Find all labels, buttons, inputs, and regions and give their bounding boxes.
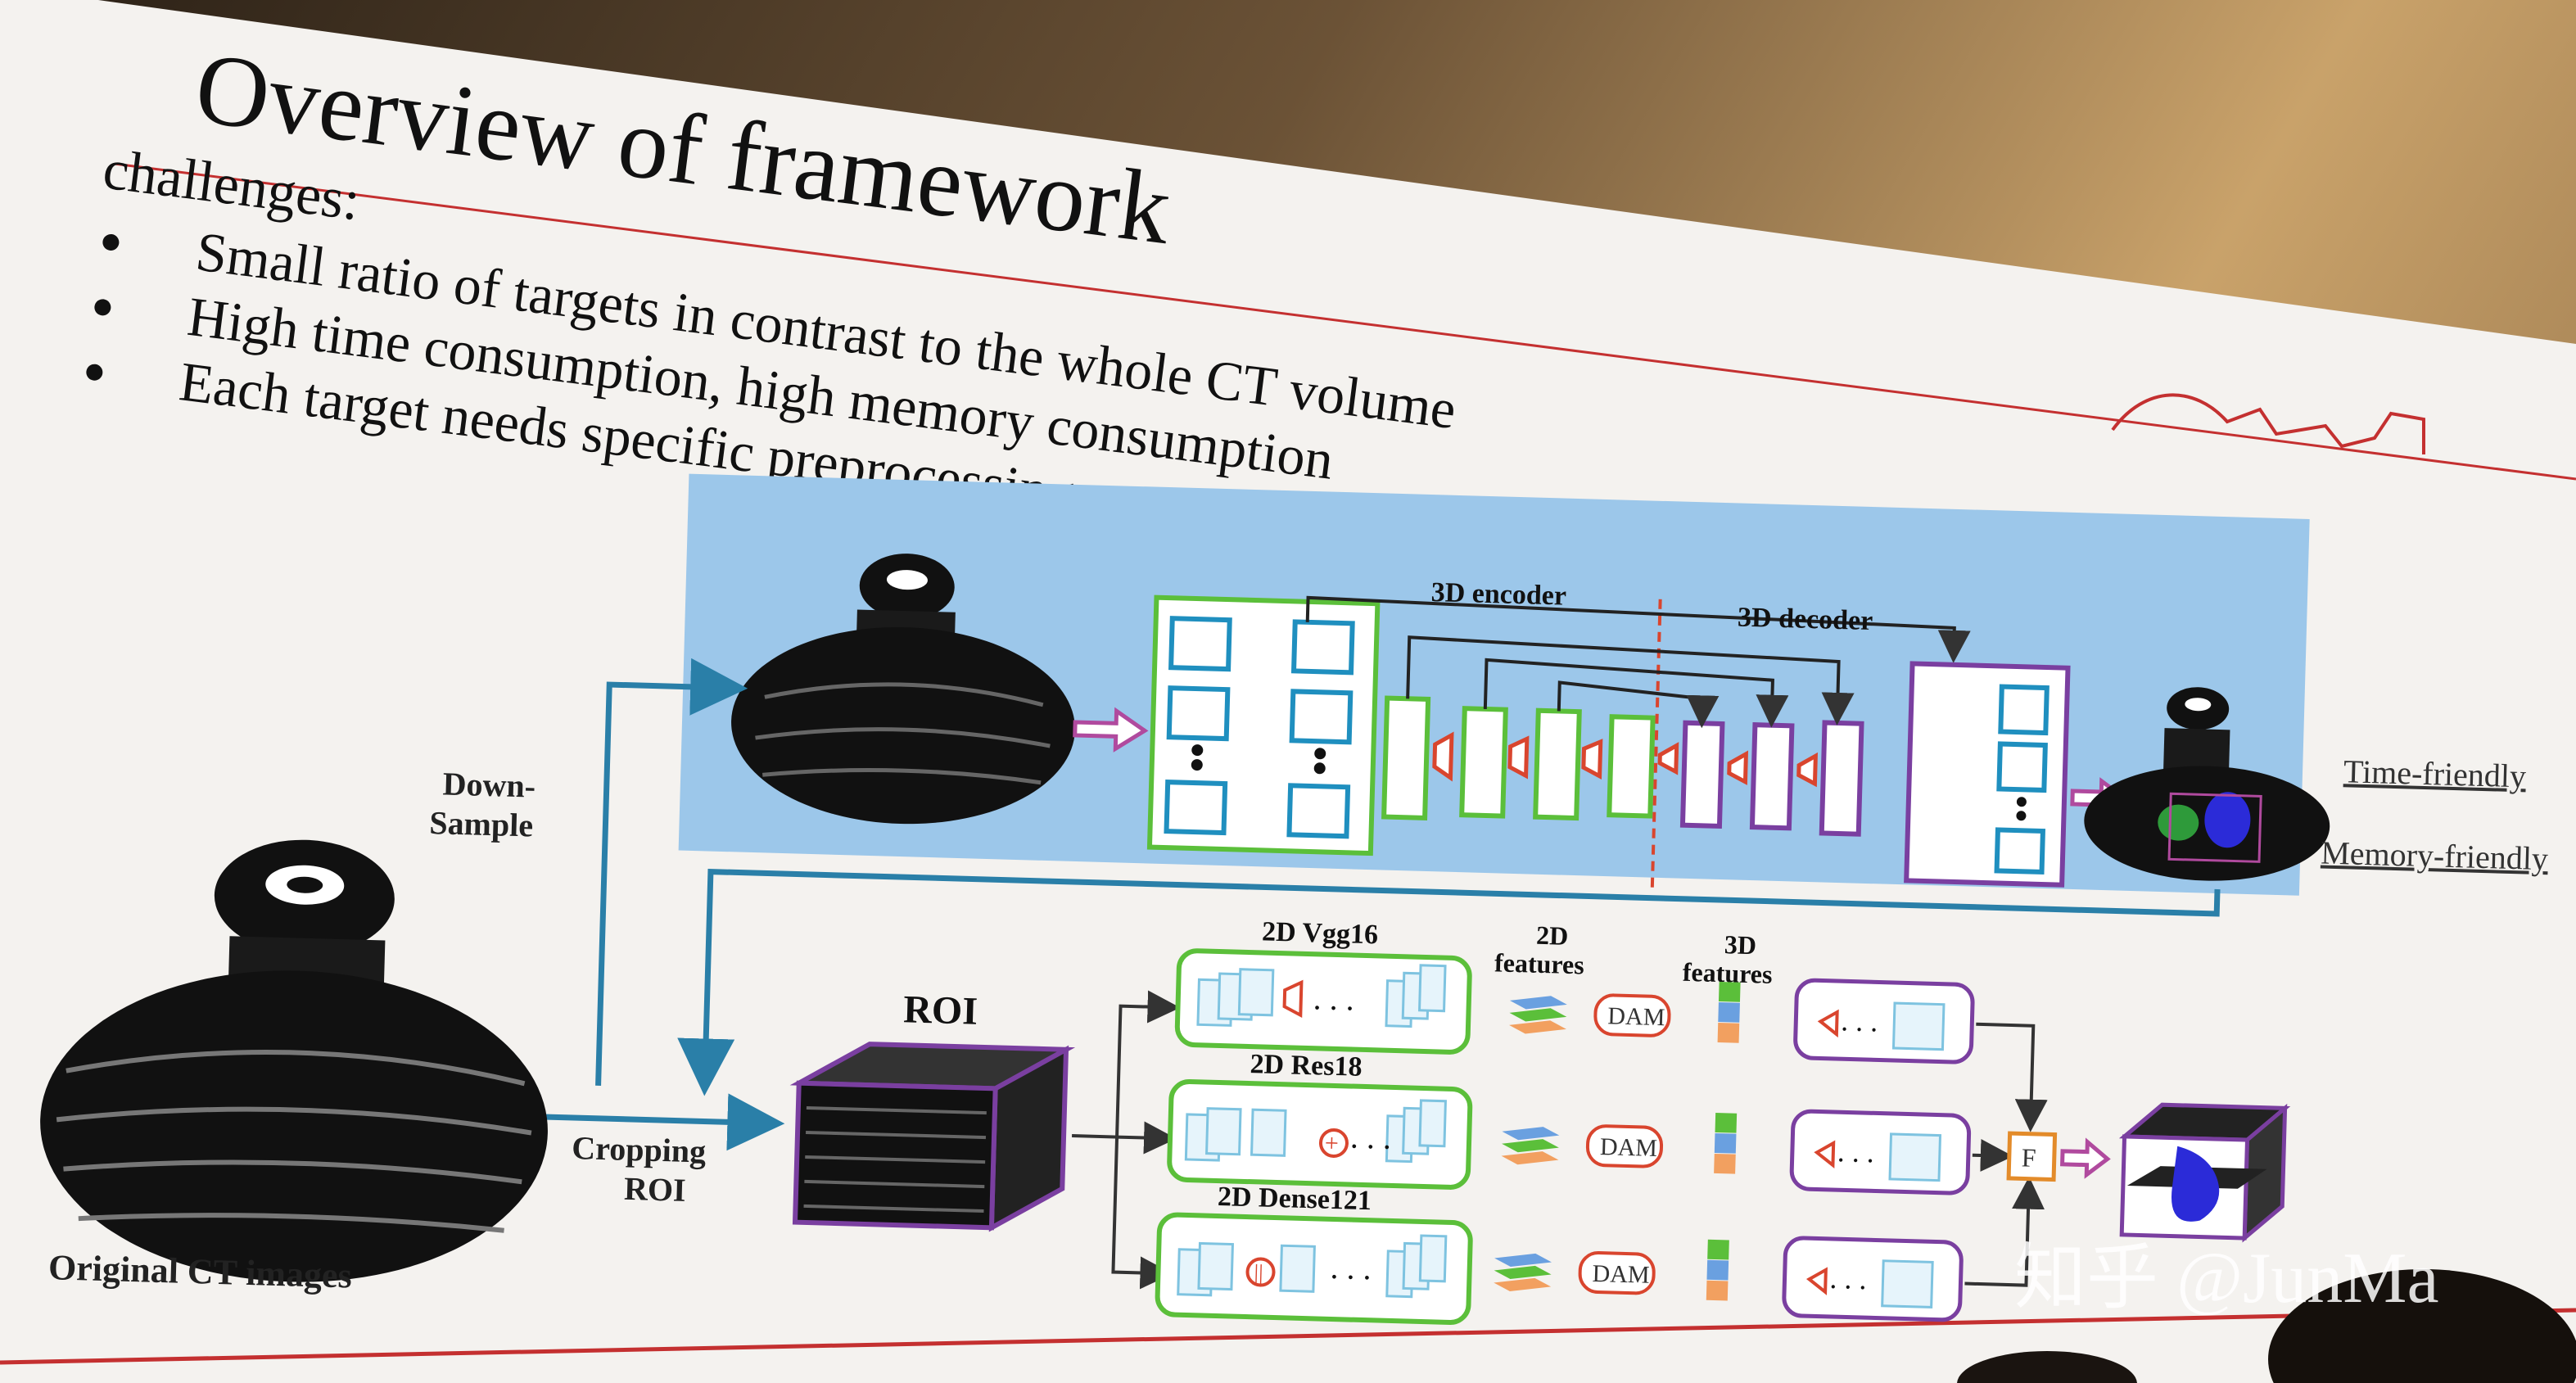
fusion-box [2006,1131,2058,1182]
svg-text:. . .: . . . [1350,1119,1392,1156]
hollow-arrow [1073,707,1149,753]
features-2d-label-2: features [1494,947,1585,979]
res-label: 2D Res18 [1250,1049,1363,1082]
memory-friendly-label: Memory-friendly [2321,834,2549,877]
svg-text:DAM: DAM [1599,1133,1657,1162]
svg-text:. . .: . . . [1841,1004,1878,1037]
logo-skyline [2111,393,2425,454]
cropping-label-1: Cropping [572,1129,707,1170]
time-friendly-label: Time-friendly [2343,753,2526,794]
svg-text:DAM: DAM [1607,1002,1665,1031]
bullet-dot [86,364,103,381]
svg-text:. . .: . . . [1829,1262,1867,1295]
roi-label: ROI [903,988,978,1033]
svg-text:DAM: DAM [1592,1260,1650,1289]
features-3d-label-1: 3D [1724,929,1756,960]
audience-head [1957,1351,2137,1383]
hollow-arrow [2060,1137,2111,1179]
coarse-segmentation-image [2084,687,2330,881]
row-pipeline-2: DAM . . . [1501,1109,1972,1195]
down-sample-label-1: Down- [442,765,536,804]
final-segmentation-cube [2118,1102,2291,1243]
down-sample-label-2: Sample [429,804,534,844]
decoder-label: 3D decoder [1738,602,1873,636]
roi-cube [789,1042,1076,1232]
svg-text:. . .: . . . [1330,1249,1372,1286]
svg-text:. . .: . . . [1837,1135,1874,1168]
cropping-label-2: ROI [623,1170,686,1209]
row-pipeline-1: DAM . . . [1509,978,1975,1064]
original-ct-image [40,839,548,1282]
svg-text:. . .: . . . [1313,979,1354,1017]
row-pipeline-3: DAM . . . [1494,1236,1964,1322]
title-rule [114,162,2576,481]
svg-text:||: || [1254,1260,1263,1286]
bullet-dot [94,299,111,316]
stage1-panel [678,473,2310,896]
audience-head [2268,1269,2576,1383]
dense-label: 2D Dense121 [1218,1182,1372,1216]
bullet-dot [102,233,120,251]
original-ct-label: Original CT images [47,1247,352,1295]
encoder-label: 3D encoder [1430,577,1566,612]
svg-text:+: + [1324,1130,1339,1157]
bottom-rule [0,1308,2576,1365]
vgg-label: 2D Vgg16 [1262,916,1379,950]
watermark: 知乎 @JunMa [2014,1239,2439,1318]
fusion-label: F [2021,1142,2036,1172]
features-2d-label-1: 2D [1536,920,1569,951]
downsampled-ct-image [731,554,1075,825]
